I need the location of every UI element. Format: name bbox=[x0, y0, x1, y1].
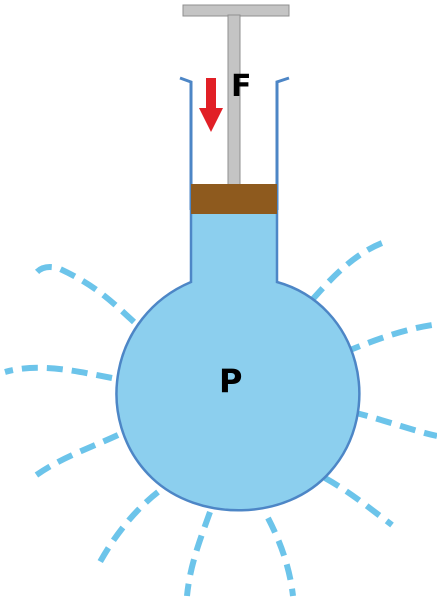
water-jet bbox=[323, 475, 394, 528]
plunger-handle bbox=[182, 4, 290, 17]
water-jet bbox=[97, 489, 160, 564]
water-jet bbox=[184, 510, 213, 597]
flask-body bbox=[115, 208, 361, 512]
barrel-right-wall bbox=[275, 76, 290, 210]
water-jet bbox=[33, 432, 120, 479]
barrel-left-wall bbox=[179, 76, 193, 210]
down-arrow-icon bbox=[199, 78, 223, 132]
pressure-label: P bbox=[219, 362, 242, 400]
water-jets bbox=[4, 240, 437, 597]
arrow-head bbox=[199, 108, 223, 132]
syringe-barrel bbox=[179, 76, 290, 210]
water-jet bbox=[4, 364, 113, 381]
force-label: F bbox=[231, 69, 252, 104]
water-jet bbox=[265, 516, 296, 597]
water-jet bbox=[309, 240, 384, 303]
water-jet bbox=[351, 409, 437, 439]
water-jet bbox=[343, 322, 433, 355]
water-jet bbox=[34, 264, 137, 325]
piston bbox=[191, 184, 277, 214]
plunger bbox=[182, 4, 290, 214]
arrow-shaft bbox=[206, 78, 216, 114]
